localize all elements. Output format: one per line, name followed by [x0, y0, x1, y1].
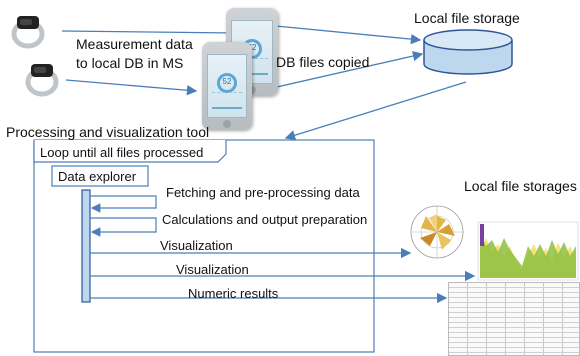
ring-sensor-2-icon — [25, 64, 59, 97]
phone-reading: 52 — [247, 43, 257, 52]
lifeline-activation-bar — [81, 189, 91, 303]
arrow-ring1-to-phone — [61, 27, 238, 39]
calculations-label: Calculations and output preparation — [162, 212, 368, 227]
ring-sensor-1-icon — [11, 16, 45, 49]
arrow-ring2-to-phone — [65, 79, 198, 96]
smartphone-2: 52 — [202, 42, 252, 130]
phone-screen: 52 — [207, 54, 247, 118]
arrow-phone1-to-storage — [275, 25, 422, 45]
wave-graph — [212, 92, 242, 109]
fetching-label: Fetching and pre-processing data — [166, 185, 360, 200]
db-files-copied-label: DB files copied — [276, 54, 370, 70]
visualization-label-2: Visualization — [176, 262, 249, 277]
wave-graph — [236, 58, 268, 75]
self-call-fetching — [90, 195, 157, 213]
self-call-calculations — [90, 217, 157, 237]
processing-tool-title: Processing and visualization tool — [6, 124, 210, 140]
numeric-results-table-thumbnail — [448, 282, 580, 356]
loop-tab — [33, 140, 227, 163]
local-file-storage-label: Local file storage — [414, 10, 520, 26]
area-chart-thumbnail — [477, 221, 579, 281]
visualization-label-1: Visualization — [160, 238, 233, 253]
home-button-icon — [223, 120, 231, 128]
data-explorer-label: Data explorer — [58, 169, 137, 184]
numeric-results-label: Numeric results — [188, 286, 279, 301]
measurement-data-label: Measurement data — [76, 36, 193, 52]
arrow-storage-to-tool — [284, 81, 467, 141]
measurement-data-label-line2: to local DB in MS — [76, 55, 184, 71]
gauge-icon — [217, 73, 237, 93]
polar-chart-thumbnail — [410, 205, 464, 259]
data-explorer-box — [51, 165, 149, 187]
phone-reading: 52 — [222, 77, 232, 86]
local-file-storages-label: Local file storages — [464, 178, 577, 194]
local-file-storage-cylinder — [423, 29, 513, 75]
home-button-icon — [248, 86, 256, 94]
loop-label: Loop until all files processed — [40, 145, 204, 160]
